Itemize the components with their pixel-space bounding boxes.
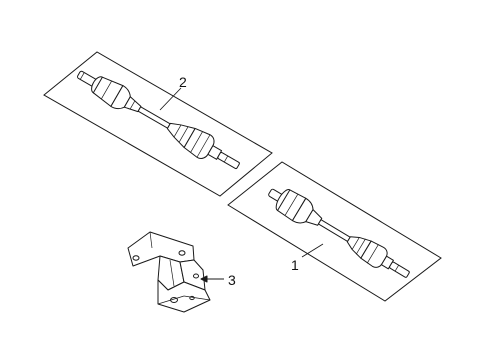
halfshaft-2-group: 2 — [43, 51, 273, 197]
callout-2-leader — [159, 87, 182, 111]
halfshaft-1[interactable] — [263, 181, 414, 286]
halfshaft-2[interactable] — [72, 63, 244, 178]
bracket-3-group: 3 — [127, 231, 236, 313]
bracket-3[interactable] — [127, 231, 211, 313]
callout-1-leader — [301, 243, 324, 258]
callout-2-label: 2 — [179, 74, 187, 90]
callout-3-arrowhead — [200, 275, 208, 283]
halfshaft-2-panel — [43, 51, 273, 197]
callout-1-label: 1 — [291, 257, 299, 273]
callout-3-label: 3 — [228, 272, 236, 288]
halfshaft-1-group: 1 — [227, 161, 442, 302]
